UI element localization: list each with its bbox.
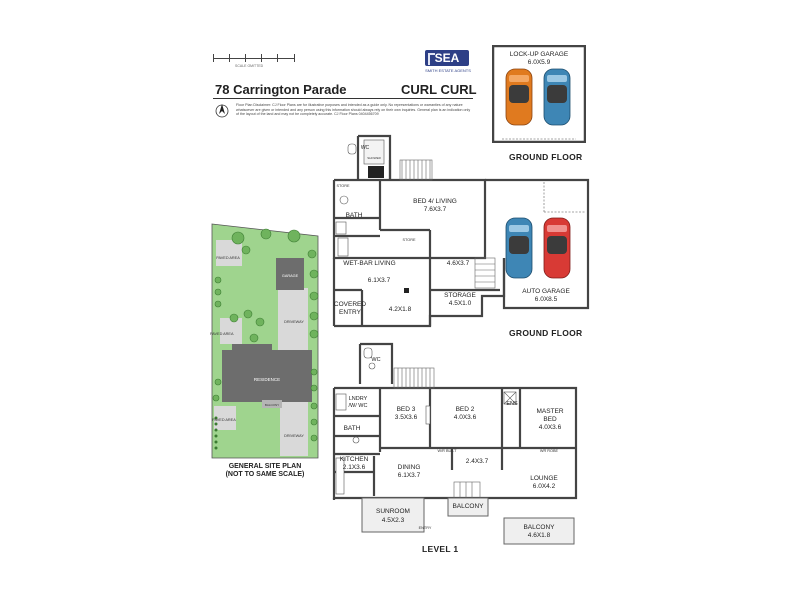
l1-laundry-label: LNDRY /W/ WC bbox=[348, 396, 368, 409]
gf-auto-garage-dims: 6.0X8.5 bbox=[534, 296, 558, 303]
gf-bed4-name: BED 4/ LIVING bbox=[413, 198, 457, 205]
l1-wir2-label: WR ROBE bbox=[539, 449, 559, 453]
site-paved-area-1: PAVED AREA bbox=[216, 256, 240, 260]
logo-text: SEA bbox=[425, 50, 469, 66]
l1-lounge-dims: 6.0X4.2 bbox=[532, 483, 556, 490]
l1-master-dims: 4.0X3.6 bbox=[538, 424, 562, 431]
l1-bath-label: BATH bbox=[343, 425, 361, 432]
l1-sunroom-name: SUNROOM bbox=[376, 508, 410, 515]
l1-master-name: MASTER BED bbox=[536, 408, 564, 423]
ground-floor-heading: GROUND FLOOR bbox=[509, 328, 583, 338]
site-paved-area-3: PAVED AREA bbox=[212, 418, 236, 422]
l1-wc-label: WC bbox=[371, 357, 381, 363]
gf-room-dims: 4.6X3.7 bbox=[446, 260, 470, 267]
gf-store-label: STORE bbox=[336, 184, 350, 188]
site-driveway-1: DRIVEWAY bbox=[284, 320, 304, 324]
site-driveway-2: DRIVEWAY bbox=[284, 434, 304, 438]
site-plan-caption: GENERAL SITE PLAN (NOT TO SAME SCALE) bbox=[225, 463, 305, 478]
property-address: 78 Carrington Parade bbox=[215, 82, 347, 97]
gf-wetbar-label: WET-BAR bbox=[343, 260, 373, 267]
title-divider bbox=[213, 98, 473, 99]
agency-logo: SEA SMITH ESTATE AGENTS bbox=[423, 50, 473, 78]
l1-lounge-name: LOUNGE bbox=[530, 475, 558, 482]
gf-covered-entry: COVERED ENTRY bbox=[333, 301, 367, 316]
disclaimer-text: Floor Plan Disclaimer: CJ Floor Plans ar… bbox=[236, 103, 471, 116]
north-arrow-icon bbox=[214, 103, 230, 119]
l1-bed3-dims: 3.5X3.6 bbox=[394, 414, 418, 421]
gf-living-label: LIVING bbox=[374, 260, 396, 267]
l1-sunroom-dims: 4.5X2.3 bbox=[381, 517, 405, 524]
site-residence-label: RESIDENCE bbox=[253, 377, 281, 382]
lockup-garage-plan: LOCK-UP GARAGE 6.0X5.9 bbox=[492, 45, 586, 143]
scale-bar: SCALE OMITTED bbox=[213, 52, 363, 68]
l1-balcony2-dims: 4.6X1.8 bbox=[527, 532, 551, 539]
l1-bed2-dims: 4.0X3.6 bbox=[453, 414, 477, 421]
l1-kitchen-dims: 2.1X3.6 bbox=[342, 464, 366, 471]
lockup-garage-dims: 6.0X5.9 bbox=[527, 59, 551, 66]
gf-storage-label: STORAGE bbox=[444, 292, 476, 299]
gf-bed4-dims: 7.6X3.7 bbox=[423, 206, 447, 213]
gf-storage-dims: 4.5X1.0 bbox=[448, 300, 472, 307]
level1-heading: LEVEL 1 bbox=[422, 544, 459, 554]
l1-balcony1-label: BALCONY bbox=[452, 503, 484, 510]
l1-wir1-label: W/R BUILT bbox=[437, 449, 457, 453]
l1-entry-label: ENTRY bbox=[418, 526, 432, 530]
logo-subtext: SMITH ESTATE AGENTS bbox=[425, 68, 471, 73]
lockup-garage-floor-heading: GROUND FLOOR bbox=[509, 152, 583, 162]
site-plan: PAVED AREA PAVED AREA PAVED AREA GARAGE … bbox=[210, 222, 322, 462]
l1-bed3-name: BED 3 bbox=[396, 406, 416, 413]
site-paved-area-2: PAVED AREA bbox=[210, 332, 234, 336]
scale-label: SCALE OMITTED bbox=[235, 64, 264, 68]
l1-balcony2-name: BALCONY bbox=[523, 524, 555, 531]
l1-room-dims: 2.4X3.7 bbox=[465, 458, 489, 465]
l1-dining-name: DINING bbox=[397, 464, 421, 471]
site-garage-label: GARAGE bbox=[281, 274, 299, 278]
lockup-garage-name: LOCK-UP GARAGE bbox=[509, 51, 569, 58]
l1-ensuite-label: ENS bbox=[506, 401, 518, 407]
gf-auto-garage-name: AUTO GARAGE bbox=[522, 288, 570, 295]
l1-dining-dims: 6.1X3.7 bbox=[397, 472, 421, 479]
property-suburb: CURL CURL bbox=[401, 82, 477, 97]
gf-wc-label: WC bbox=[360, 145, 370, 151]
gf-entry-dims: 4.2X1.8 bbox=[388, 306, 412, 313]
gf-bath-label: BATH bbox=[345, 212, 363, 219]
site-balcony-label: BALCONY bbox=[264, 403, 280, 407]
gf-store2-label: STORE bbox=[402, 238, 416, 242]
gf-living-dims: 6.1X3.7 bbox=[367, 277, 391, 284]
l1-kitchen-name: KITCHEN bbox=[339, 456, 369, 463]
ground-floor-plan: WC SHOWER STORE BATH BED 4/ LIVING 7.6X3… bbox=[330, 130, 600, 330]
gf-shower-label: SHOWER bbox=[367, 156, 381, 160]
level1-plan: WC LNDRY /W/ WC BATH BED 3 3.5X3.6 BED 2… bbox=[330, 340, 590, 546]
l1-bed2-name: BED 2 bbox=[455, 406, 475, 413]
